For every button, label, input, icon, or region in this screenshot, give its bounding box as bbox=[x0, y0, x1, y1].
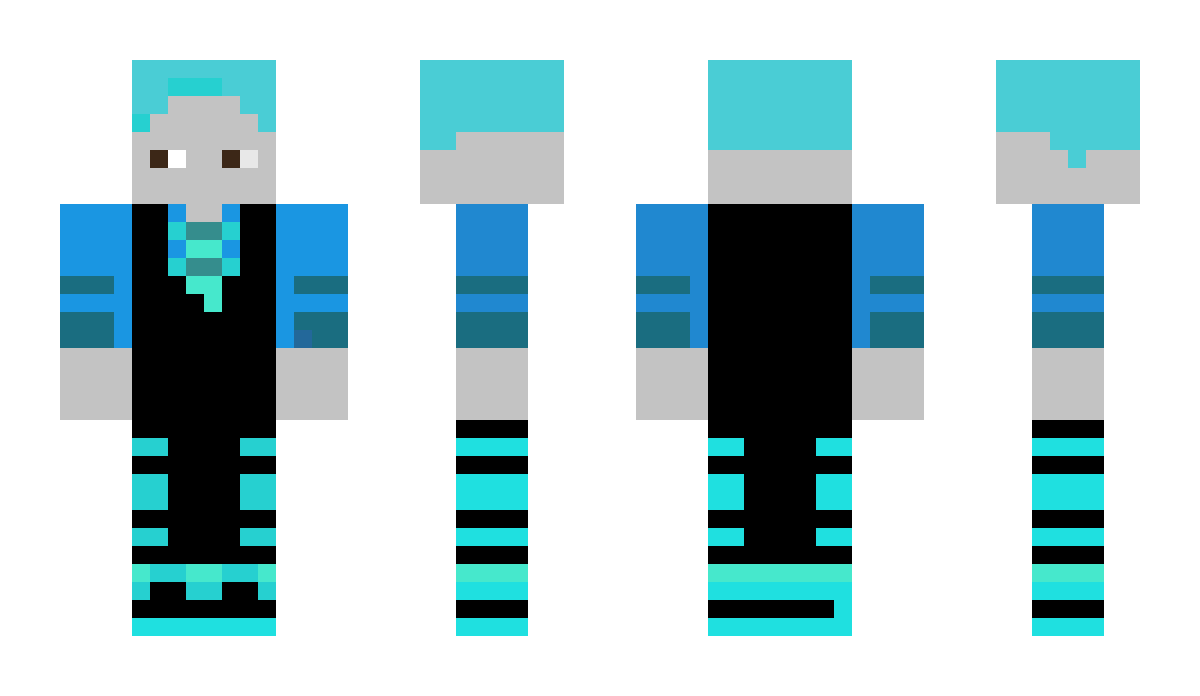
sleeve-stripe bbox=[870, 276, 924, 294]
leg-stripe bbox=[240, 438, 276, 456]
hair bbox=[708, 60, 852, 150]
shoe bbox=[708, 564, 852, 582]
hair bbox=[420, 132, 456, 150]
sleeve bbox=[1032, 294, 1104, 312]
right-hand bbox=[852, 348, 924, 420]
tie bbox=[186, 222, 222, 240]
hair bbox=[1050, 132, 1140, 150]
sleeve bbox=[456, 294, 528, 312]
sleeve-stripe bbox=[636, 276, 690, 294]
collar bbox=[222, 204, 240, 222]
skin-right-side-view bbox=[996, 60, 1140, 636]
hair bbox=[420, 60, 564, 132]
hand bbox=[456, 348, 528, 420]
leg-stripe bbox=[132, 528, 168, 546]
sleeve-stripe bbox=[294, 276, 348, 294]
hair bbox=[258, 114, 276, 132]
tie bbox=[204, 294, 222, 312]
left-hand bbox=[636, 348, 708, 420]
collar bbox=[222, 258, 240, 276]
left-hand bbox=[60, 348, 132, 420]
shoe bbox=[834, 600, 852, 618]
right-hand bbox=[276, 348, 348, 420]
hair bbox=[132, 96, 168, 114]
skin-left-side-view bbox=[420, 60, 564, 636]
leg-stripe bbox=[1032, 582, 1104, 600]
leg-stripe bbox=[816, 438, 852, 456]
sleeve-cuff bbox=[870, 312, 924, 348]
collar bbox=[168, 204, 186, 222]
leg-stripe bbox=[132, 474, 168, 510]
hair bbox=[168, 78, 222, 96]
shoe bbox=[150, 564, 186, 582]
leg-stripe bbox=[708, 528, 744, 546]
leg-stripe bbox=[816, 528, 852, 546]
hair bbox=[996, 60, 1140, 132]
leg-stripe bbox=[708, 474, 744, 510]
shoe bbox=[186, 564, 222, 582]
leg-stripe bbox=[240, 528, 276, 546]
hair bbox=[240, 96, 276, 114]
leg-stripe bbox=[1032, 474, 1104, 510]
shoe bbox=[258, 582, 276, 600]
shoe bbox=[222, 564, 258, 582]
neck bbox=[186, 204, 222, 222]
shoe-sole bbox=[132, 618, 276, 636]
sleeve-cuff bbox=[636, 312, 690, 348]
sleeve-cuff bbox=[1032, 312, 1104, 348]
leg-stripe bbox=[456, 474, 528, 510]
leg-stripe bbox=[456, 582, 528, 600]
collar bbox=[222, 222, 240, 240]
left-eye-pupil bbox=[150, 150, 168, 168]
collar bbox=[222, 240, 240, 258]
sleeve bbox=[456, 204, 528, 276]
collar bbox=[168, 240, 186, 258]
shoe-sole bbox=[708, 618, 852, 636]
collar bbox=[168, 258, 186, 276]
sleeve-stripe bbox=[1032, 276, 1104, 294]
right-eye-white bbox=[240, 150, 258, 168]
sleeve bbox=[1032, 204, 1104, 276]
right-eye-pupil bbox=[222, 150, 240, 168]
tie bbox=[186, 276, 222, 294]
shoe bbox=[1032, 618, 1104, 636]
hair bbox=[132, 114, 150, 132]
leg-stripe bbox=[456, 438, 528, 456]
leg-stripe bbox=[708, 438, 744, 456]
shoe bbox=[132, 582, 150, 600]
leg-stripe bbox=[456, 528, 528, 546]
leg-stripe bbox=[1032, 564, 1104, 582]
leg-stripe bbox=[1032, 438, 1104, 456]
shoe bbox=[132, 564, 150, 582]
leg-stripe bbox=[1032, 528, 1104, 546]
shoe bbox=[258, 564, 276, 582]
skin-back-view bbox=[636, 60, 924, 636]
sleeve-patch bbox=[294, 330, 312, 348]
left-eye-white bbox=[168, 150, 186, 168]
sleeve-stripe bbox=[60, 276, 114, 294]
sleeve-cuff bbox=[60, 312, 114, 348]
collar bbox=[168, 222, 186, 240]
skin-front-view bbox=[60, 60, 348, 636]
shoe bbox=[456, 618, 528, 636]
tie bbox=[186, 258, 222, 276]
hand bbox=[1032, 348, 1104, 420]
sleeve-stripe bbox=[456, 276, 528, 294]
shoe bbox=[708, 582, 852, 600]
leg-stripe bbox=[456, 564, 528, 582]
hair bbox=[1068, 150, 1086, 168]
leg-stripe bbox=[816, 474, 852, 510]
tie bbox=[186, 240, 222, 258]
shoe bbox=[186, 582, 222, 600]
torso bbox=[708, 204, 852, 420]
leg-stripe bbox=[132, 438, 168, 456]
sleeve-cuff bbox=[456, 312, 528, 348]
leg-stripe bbox=[240, 474, 276, 510]
